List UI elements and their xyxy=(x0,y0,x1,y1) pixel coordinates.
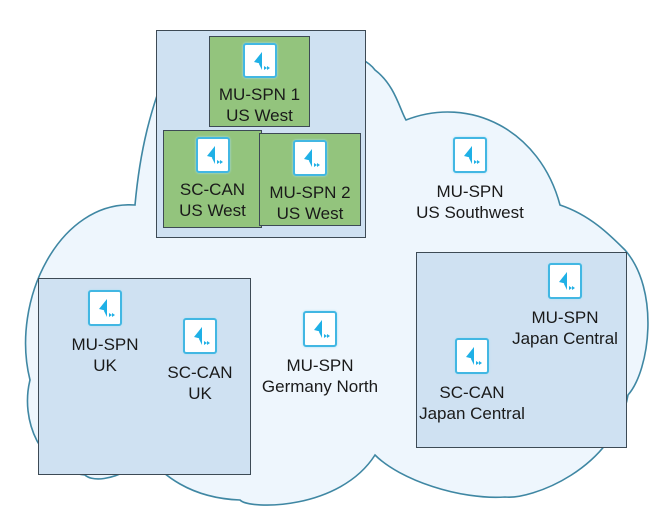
node-name: MU-SPN xyxy=(436,182,504,201)
node-name: MU-SPN xyxy=(531,308,599,327)
node-mu-spn-us-southwest[interactable]: MU-SPN US Southwest xyxy=(400,137,540,223)
node-location: Japan Central xyxy=(419,404,525,423)
node-location: US West xyxy=(226,106,293,125)
node-location: Germany North xyxy=(261,377,379,396)
node-mu-spn-1-us-west[interactable]: MU-SPN 1 US West xyxy=(209,36,310,127)
region-japan-central xyxy=(416,252,627,448)
node-location: UK xyxy=(93,356,117,375)
node-name: MU-SPN xyxy=(286,356,354,375)
node-mu-spn-uk[interactable]: MU-SPN UK xyxy=(55,290,155,376)
service-node-icon xyxy=(453,137,487,173)
node-mu-spn-germany-north[interactable]: MU-SPN Germany North xyxy=(250,311,390,397)
service-node-icon xyxy=(293,140,327,176)
node-location: UK xyxy=(188,384,212,403)
node-name: MU-SPN xyxy=(71,335,139,354)
node-sc-can-us-west[interactable]: SC-CAN US West xyxy=(163,130,262,228)
node-sc-can-japan-central[interactable]: SC-CAN Japan Central xyxy=(407,338,537,424)
node-name: MU-SPN 1 xyxy=(218,85,301,104)
service-node-icon xyxy=(242,43,277,78)
service-node-icon xyxy=(183,318,217,354)
service-node-icon xyxy=(195,137,230,173)
node-name: MU-SPN 2 xyxy=(269,183,351,202)
service-node-icon xyxy=(88,290,122,326)
service-node-icon xyxy=(303,311,337,347)
service-node-icon xyxy=(455,338,489,374)
node-location: US West xyxy=(276,204,344,223)
node-name: SC-CAN xyxy=(439,383,505,402)
node-location: Japan Central xyxy=(512,329,618,348)
node-location: US Southwest xyxy=(416,203,524,222)
node-mu-spn-japan-central[interactable]: MU-SPN Japan Central xyxy=(500,263,630,349)
service-node-icon xyxy=(548,263,582,299)
node-name: SC-CAN xyxy=(179,180,246,199)
node-name: SC-CAN xyxy=(167,363,233,382)
node-mu-spn-2-us-west[interactable]: MU-SPN 2 US West xyxy=(259,133,361,226)
node-location: US West xyxy=(179,201,246,220)
node-sc-can-uk[interactable]: SC-CAN UK xyxy=(150,318,250,404)
region-uk xyxy=(38,278,251,475)
